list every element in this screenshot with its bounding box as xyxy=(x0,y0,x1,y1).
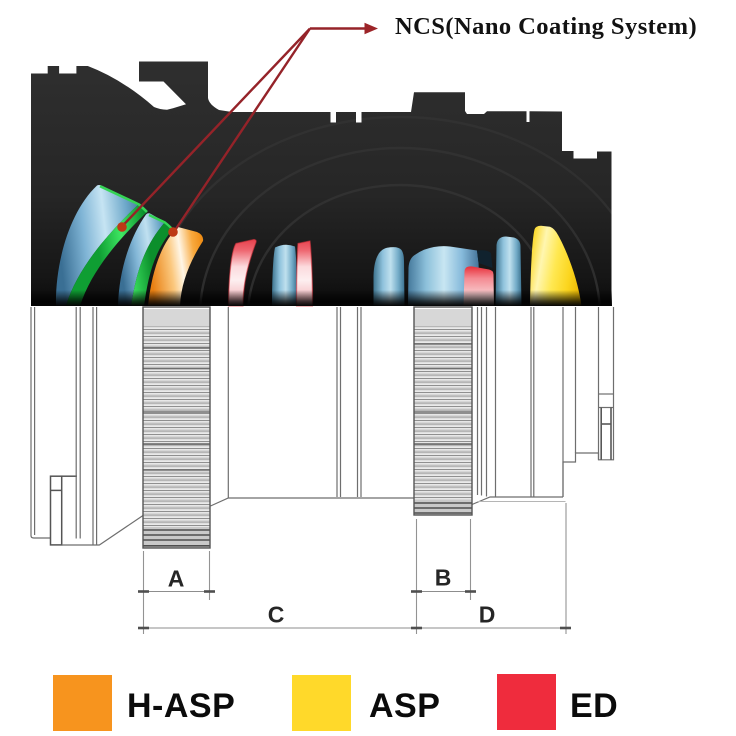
dimension-label-b: B xyxy=(434,564,452,591)
lens-element-h-asp xyxy=(148,227,204,306)
lens-element-4 xyxy=(227,238,257,307)
legend-swatch-ed xyxy=(497,674,556,730)
legend-label-ed: ED xyxy=(570,687,619,725)
legend-label-asp: ASP xyxy=(369,687,441,725)
coating-ncs-1 xyxy=(66,204,147,306)
dimension-ticks xyxy=(138,590,571,630)
switch-outline xyxy=(49,475,77,546)
focus-ring xyxy=(142,306,211,549)
ncs-marker-dot-2 xyxy=(168,227,178,237)
lens-element-10 xyxy=(495,236,522,306)
lens-outline-drawing xyxy=(30,307,615,546)
arrowhead-icon xyxy=(364,22,378,35)
coating-ncs-1-cap-edge xyxy=(99,185,148,213)
legend-swatch-asp xyxy=(292,675,351,731)
dimension-label-c: C xyxy=(267,601,285,628)
ncs-marker-dot-1 xyxy=(117,222,127,232)
lens-spacer-dark xyxy=(477,250,493,268)
coating-ncs-2 xyxy=(131,222,173,306)
lens-element-asp xyxy=(530,225,582,306)
lens-elements xyxy=(31,184,612,307)
dimension-label-d: D xyxy=(478,601,496,628)
dome-arcs xyxy=(151,115,612,306)
dimension-lines xyxy=(138,503,571,634)
zoom-ring xyxy=(413,306,473,516)
axis-shadow xyxy=(31,290,612,306)
legend-swatch-h-asp xyxy=(53,675,112,731)
lens-element-front-1 xyxy=(55,184,139,306)
dimension-label-a: A xyxy=(167,565,185,592)
ncs-annotation-arrows xyxy=(117,22,378,237)
lens-element-front-2 xyxy=(118,213,165,306)
ncs-annotation-label: NCS(Nano Coating System) xyxy=(395,13,698,40)
mount-outline xyxy=(597,307,615,461)
legend-label-h-asp: H-ASP xyxy=(127,687,236,725)
